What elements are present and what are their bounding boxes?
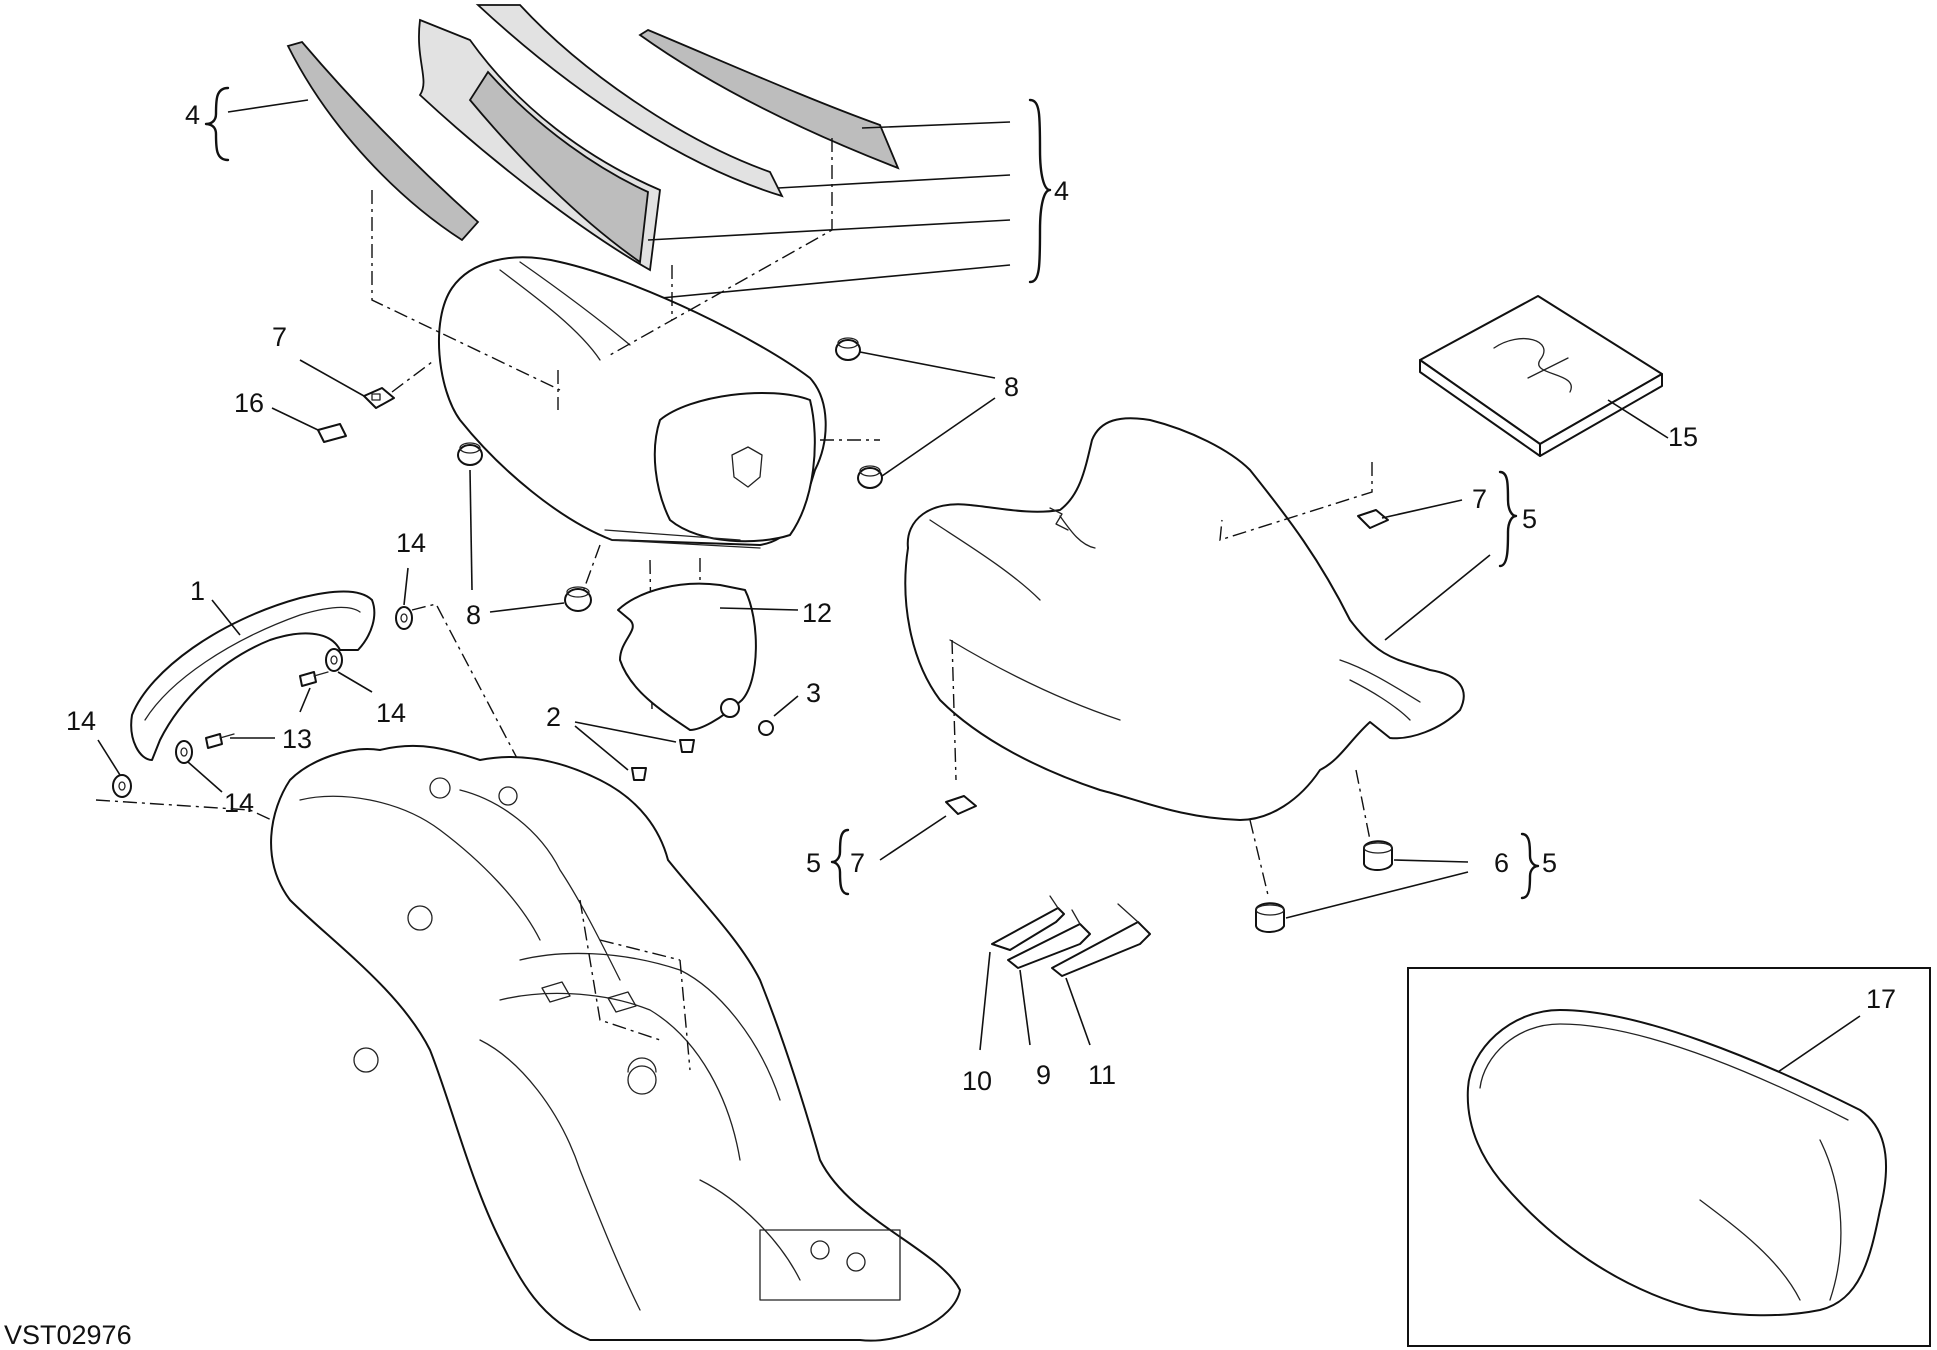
callout-4-right: 4 [1054, 176, 1069, 206]
handle-screws [205, 671, 329, 749]
callout-4-left: 4 [185, 100, 200, 130]
brace-left-4 [204, 86, 230, 162]
label-tag [271, 407, 347, 443]
drawing-code: VST02976 [4, 1320, 132, 1350]
callout-9: 9 [1036, 1060, 1051, 1090]
washer-set [97, 567, 413, 798]
callout-17: 17 [1866, 984, 1896, 1014]
decal-strip-right [638, 28, 900, 170]
brace-right-4 [1028, 98, 1052, 284]
clip-nut-upper-right [1357, 499, 1463, 529]
rider-seat [904, 417, 1465, 821]
passenger-grab-handle [130, 590, 376, 761]
rubber-foot-right [1363, 840, 1469, 871]
passenger-seat-inset [1466, 1009, 1887, 1317]
callout-10: 10 [962, 1066, 992, 1096]
callout-7-left: 7 [272, 322, 287, 352]
callout-3: 3 [806, 678, 821, 708]
subframe-dash-lines [579, 899, 691, 1071]
callout-14-mid: 14 [376, 698, 406, 728]
decal-strip-center [418, 18, 661, 272]
owner-manual-booklet [1419, 295, 1669, 457]
callout-5-lower-left: 5 [806, 848, 821, 878]
callout-12: 12 [802, 598, 832, 628]
grommet-leaders [469, 351, 996, 613]
callout-13: 13 [282, 724, 312, 754]
rider-seat-dash-lines [951, 462, 1373, 896]
grommet-top-right [835, 337, 861, 361]
rider-seat-leader [1384, 554, 1491, 641]
callout-8-left: 8 [466, 600, 481, 630]
grommet-lower [564, 586, 592, 612]
grommet-left [457, 442, 483, 466]
grommet-right [857, 465, 883, 489]
brace-right-5 [1498, 470, 1518, 568]
callout-7-lower-left: 7 [850, 848, 865, 878]
callout-11: 11 [1088, 1060, 1116, 1090]
callout-5-lower-right: 5 [1542, 848, 1557, 878]
callout-16: 16 [234, 388, 264, 418]
callout-7-upper-right: 7 [1472, 484, 1487, 514]
bracket-screw [720, 695, 799, 736]
brace-right-6-5 [1520, 832, 1540, 900]
callout-5-upper-right: 5 [1522, 504, 1537, 534]
callout-14-bottom: 14 [224, 788, 254, 818]
callout-1: 1 [190, 576, 205, 606]
bracket-plate [617, 582, 799, 731]
callout-14-top: 14 [396, 528, 426, 558]
decal-strip-upper [475, 4, 784, 198]
decal-leaders [227, 99, 1011, 301]
rubber-foot-left [1255, 871, 1469, 933]
callout-6: 6 [1494, 848, 1509, 878]
callout-14-left: 14 [66, 706, 96, 736]
clip-nut-left [299, 359, 433, 409]
clip-nut-lower-left [879, 795, 977, 861]
allen-key-set [979, 895, 1151, 1051]
callout-2: 2 [546, 702, 561, 732]
callout-8-right: 8 [1004, 372, 1019, 402]
rear-subframe [270, 744, 961, 1342]
callout-15: 15 [1668, 422, 1698, 452]
rear-seat-cover [438, 256, 827, 549]
brace-left-5 [830, 828, 850, 896]
mount-screws [574, 721, 695, 781]
decal-strip-left [286, 40, 480, 242]
